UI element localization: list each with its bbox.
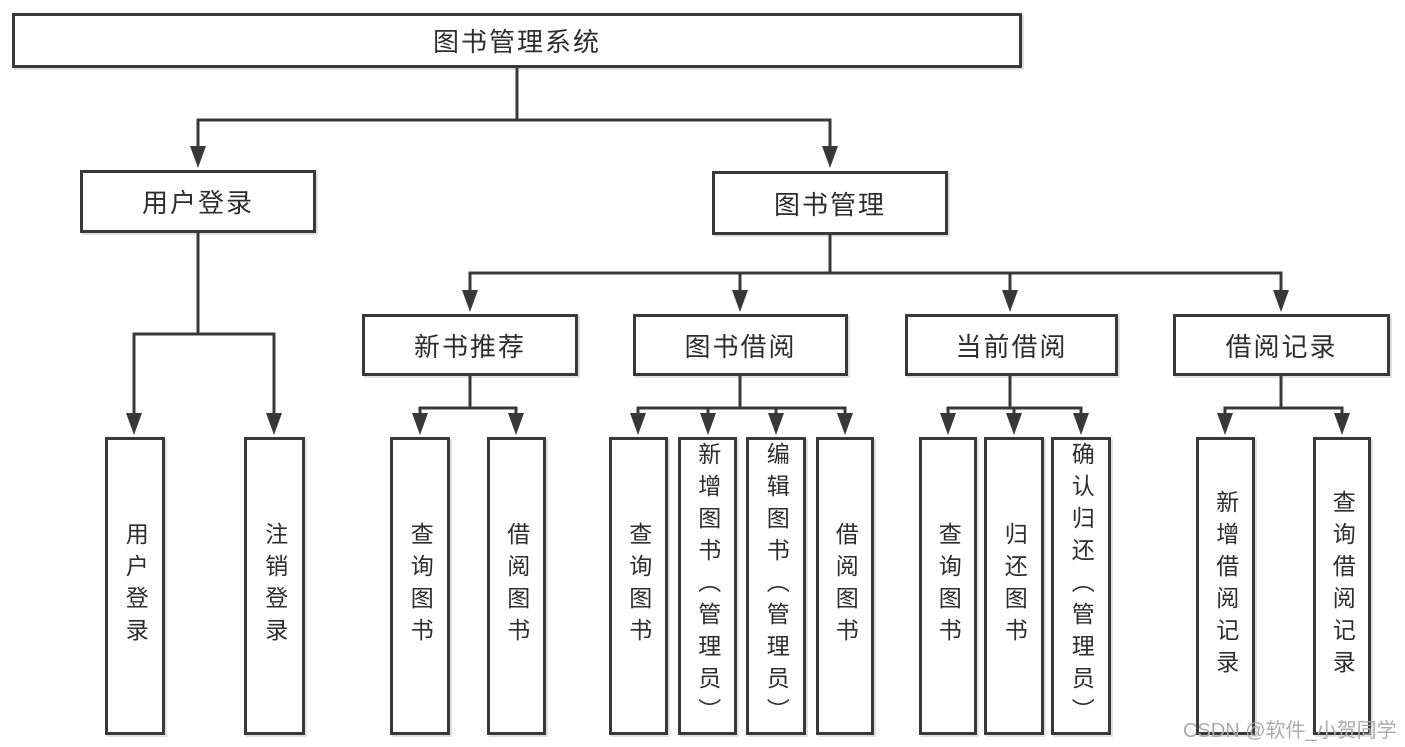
leaf-edit-book-admin: 编辑图书（管理员） [746, 437, 806, 735]
leaf-query-book-recommend-label: 查询图书 [407, 522, 434, 650]
arrowheads [126, 146, 1350, 435]
leaf-query-book-current: 查询图书 [919, 437, 977, 735]
leaf-borrow-book-label: 借阅图书 [832, 522, 859, 650]
node-current-borrow: 当前借阅 [905, 314, 1118, 376]
node-book-management: 图书管理 [712, 171, 948, 235]
leaf-confirm-return-admin: 确认归还（管理员） [1051, 437, 1111, 735]
leaf-query-book-borrow-label: 查询图书 [625, 522, 652, 650]
leaf-borrow-book-recommend-label: 借阅图书 [503, 522, 530, 650]
leaf-query-book-borrow: 查询图书 [609, 437, 668, 735]
leaf-confirm-return-admin-label: 确认归还（管理员） [1068, 442, 1095, 730]
leaf-add-borrow-record: 新增借阅记录 [1196, 437, 1255, 735]
leaf-query-borrow-record: 查询借阅记录 [1313, 437, 1371, 735]
leaf-add-book-admin: 新增图书（管理员） [678, 437, 737, 735]
node-user-login: 用户登录 [80, 170, 316, 233]
leaf-return-book-label: 归还图书 [1001, 522, 1028, 650]
leaf-add-borrow-record-label: 新增借阅记录 [1212, 490, 1239, 682]
leaf-edit-book-admin-label: 编辑图书（管理员） [763, 442, 790, 730]
leaf-logout-login: 注销登录 [244, 437, 305, 735]
watermark: CSDN @软件_小贺同学 [1183, 720, 1397, 742]
leaf-user-login-label: 用户登录 [122, 522, 149, 650]
leaf-query-borrow-record-label: 查询借阅记录 [1329, 490, 1356, 682]
leaf-user-login: 用户登录 [105, 437, 165, 735]
node-new-book-recommend: 新书推荐 [362, 314, 578, 376]
leaf-logout-login-label: 注销登录 [261, 522, 288, 650]
node-root: 图书管理系统 [12, 13, 1022, 68]
node-book-borrow: 图书借阅 [633, 314, 848, 376]
leaf-return-book: 归还图书 [984, 437, 1044, 735]
leaf-query-book-recommend: 查询图书 [390, 437, 450, 735]
leaf-query-book-current-label: 查询图书 [935, 522, 962, 650]
leaf-borrow-book: 借阅图书 [816, 437, 874, 735]
node-borrow-records: 借阅记录 [1173, 314, 1390, 376]
leaf-add-book-admin-label: 新增图书（管理员） [694, 442, 721, 730]
leaf-borrow-book-recommend: 借阅图书 [487, 437, 546, 735]
